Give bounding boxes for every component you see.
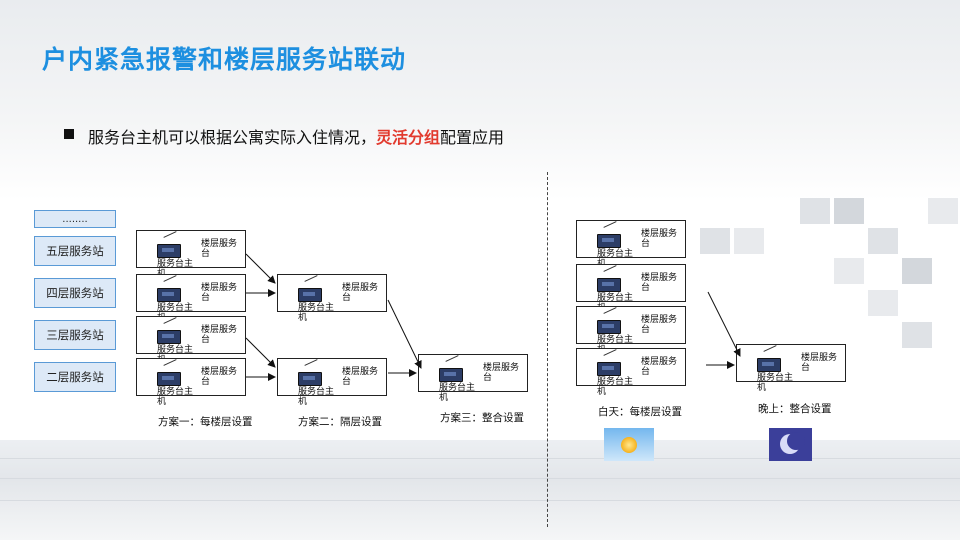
bullet-prefix: 服务台主机可以根据公寓实际入住情况， (88, 128, 377, 147)
floor-desk-label: 楼层服务台 (801, 353, 838, 373)
decor-tile (800, 198, 830, 224)
decor-tile (868, 228, 898, 254)
decor-tile (902, 258, 932, 284)
caption-day: 白天：每楼层设置 (598, 406, 682, 418)
caption-scheme-1: 方案一：每楼层设置 (158, 416, 253, 428)
console-device-icon (597, 234, 621, 248)
page-title: 户内紧急报警和楼层服务站联动 (42, 45, 407, 74)
console-device-icon (757, 358, 781, 372)
console-device-icon (157, 330, 181, 344)
microphone-icon (603, 221, 617, 228)
console-device-icon (157, 244, 181, 258)
service-node: 楼层服务台 服务台主机 (277, 274, 387, 323)
bullet-square-icon (64, 129, 74, 139)
host-label: 服务台主机 (298, 303, 335, 323)
service-node: 楼层服务台 服务台主机 (418, 354, 528, 403)
microphone-icon (603, 307, 617, 314)
console-device-icon (157, 372, 181, 386)
bullet-highlight: 灵活分组 (376, 128, 441, 147)
floor-desk-label: 楼层服务台 (641, 229, 678, 249)
service-node: 楼层服务台 服务台主机 (576, 264, 686, 313)
station-floor-4[interactable]: 四层服务站 (34, 278, 116, 308)
service-node: 楼层服务台 服务台主机 (136, 230, 246, 279)
floor-desk-label: 楼层服务台 (201, 283, 238, 303)
microphone-icon (445, 355, 459, 362)
floor-desk-label: 楼层服务台 (641, 273, 678, 293)
caption-night: 晚上：整合设置 (758, 403, 832, 415)
service-node: 楼层服务台 服务台主机 (277, 358, 387, 407)
caption-scheme-3: 方案三：整合设置 (440, 412, 524, 424)
console-device-icon (157, 288, 181, 302)
floor-background (0, 440, 960, 540)
floor-desk-label: 楼层服务台 (342, 367, 379, 387)
floor-desk-label: 楼层服务台 (641, 315, 678, 335)
service-node: 楼层服务台 服务台主机 (136, 274, 246, 323)
console-device-icon (597, 320, 621, 334)
microphone-icon (763, 345, 777, 352)
bullet-suffix: 配置应用 (440, 128, 505, 147)
host-label: 服务台主机 (597, 377, 634, 397)
arrow (387, 299, 422, 369)
service-node: 楼层服务台 服务台主机 (576, 348, 686, 397)
microphone-icon (163, 359, 177, 366)
arrow (245, 253, 276, 284)
decor-tile (834, 258, 864, 284)
floor-desk-label: 楼层服务台 (342, 283, 379, 303)
microphone-icon (304, 359, 318, 366)
floor-desk-label: 楼层服务台 (641, 357, 678, 377)
floor-desk-label: 楼层服务台 (201, 325, 238, 345)
microphone-icon (603, 265, 617, 272)
station-floor-2[interactable]: 二层服务站 (34, 362, 116, 392)
console-device-icon (439, 368, 463, 382)
host-label: 服务台主机 (157, 387, 194, 407)
floor-desk-label: 楼层服务台 (201, 239, 238, 259)
arrow (245, 337, 276, 368)
caption-scheme-2: 方案二：隔层设置 (298, 416, 382, 428)
station-more[interactable]: ........ (34, 210, 116, 228)
sun-icon (604, 428, 654, 461)
service-node: 楼层服务台 服务台主机 (136, 358, 246, 407)
console-device-icon (298, 372, 322, 386)
decor-tile (700, 228, 730, 254)
microphone-icon (304, 275, 318, 282)
decor-tile (834, 198, 864, 224)
microphone-icon (163, 231, 177, 238)
console-device-icon (597, 362, 621, 376)
service-node: 楼层服务台 服务台主机 (136, 316, 246, 365)
section-divider (547, 172, 548, 527)
host-label: 服务台主机 (298, 387, 335, 407)
decor-tile (928, 198, 958, 224)
floor-desk-label: 楼层服务台 (201, 367, 238, 387)
microphone-icon (603, 349, 617, 356)
console-device-icon (298, 288, 322, 302)
decor-tile (734, 228, 764, 254)
host-label: 服务台主机 (439, 383, 476, 403)
moon-icon (769, 428, 812, 461)
decor-tile (902, 322, 932, 348)
bullet-text: 服务台主机可以根据公寓实际入住情况，灵活分组配置应用 (88, 124, 504, 148)
station-floor-3[interactable]: 三层服务站 (34, 320, 116, 350)
microphone-icon (163, 317, 177, 324)
microphone-icon (163, 275, 177, 282)
console-device-icon (597, 278, 621, 292)
service-node: 楼层服务台 服务台主机 (736, 344, 846, 393)
station-floor-5[interactable]: 五层服务站 (34, 236, 116, 266)
decor-tile (868, 290, 898, 316)
world-map-background (0, 0, 960, 200)
floor-desk-label: 楼层服务台 (483, 363, 520, 383)
service-node: 楼层服务台 服务台主机 (576, 306, 686, 355)
host-label: 服务台主机 (757, 373, 794, 393)
service-node: 楼层服务台 服务台主机 (576, 220, 686, 269)
